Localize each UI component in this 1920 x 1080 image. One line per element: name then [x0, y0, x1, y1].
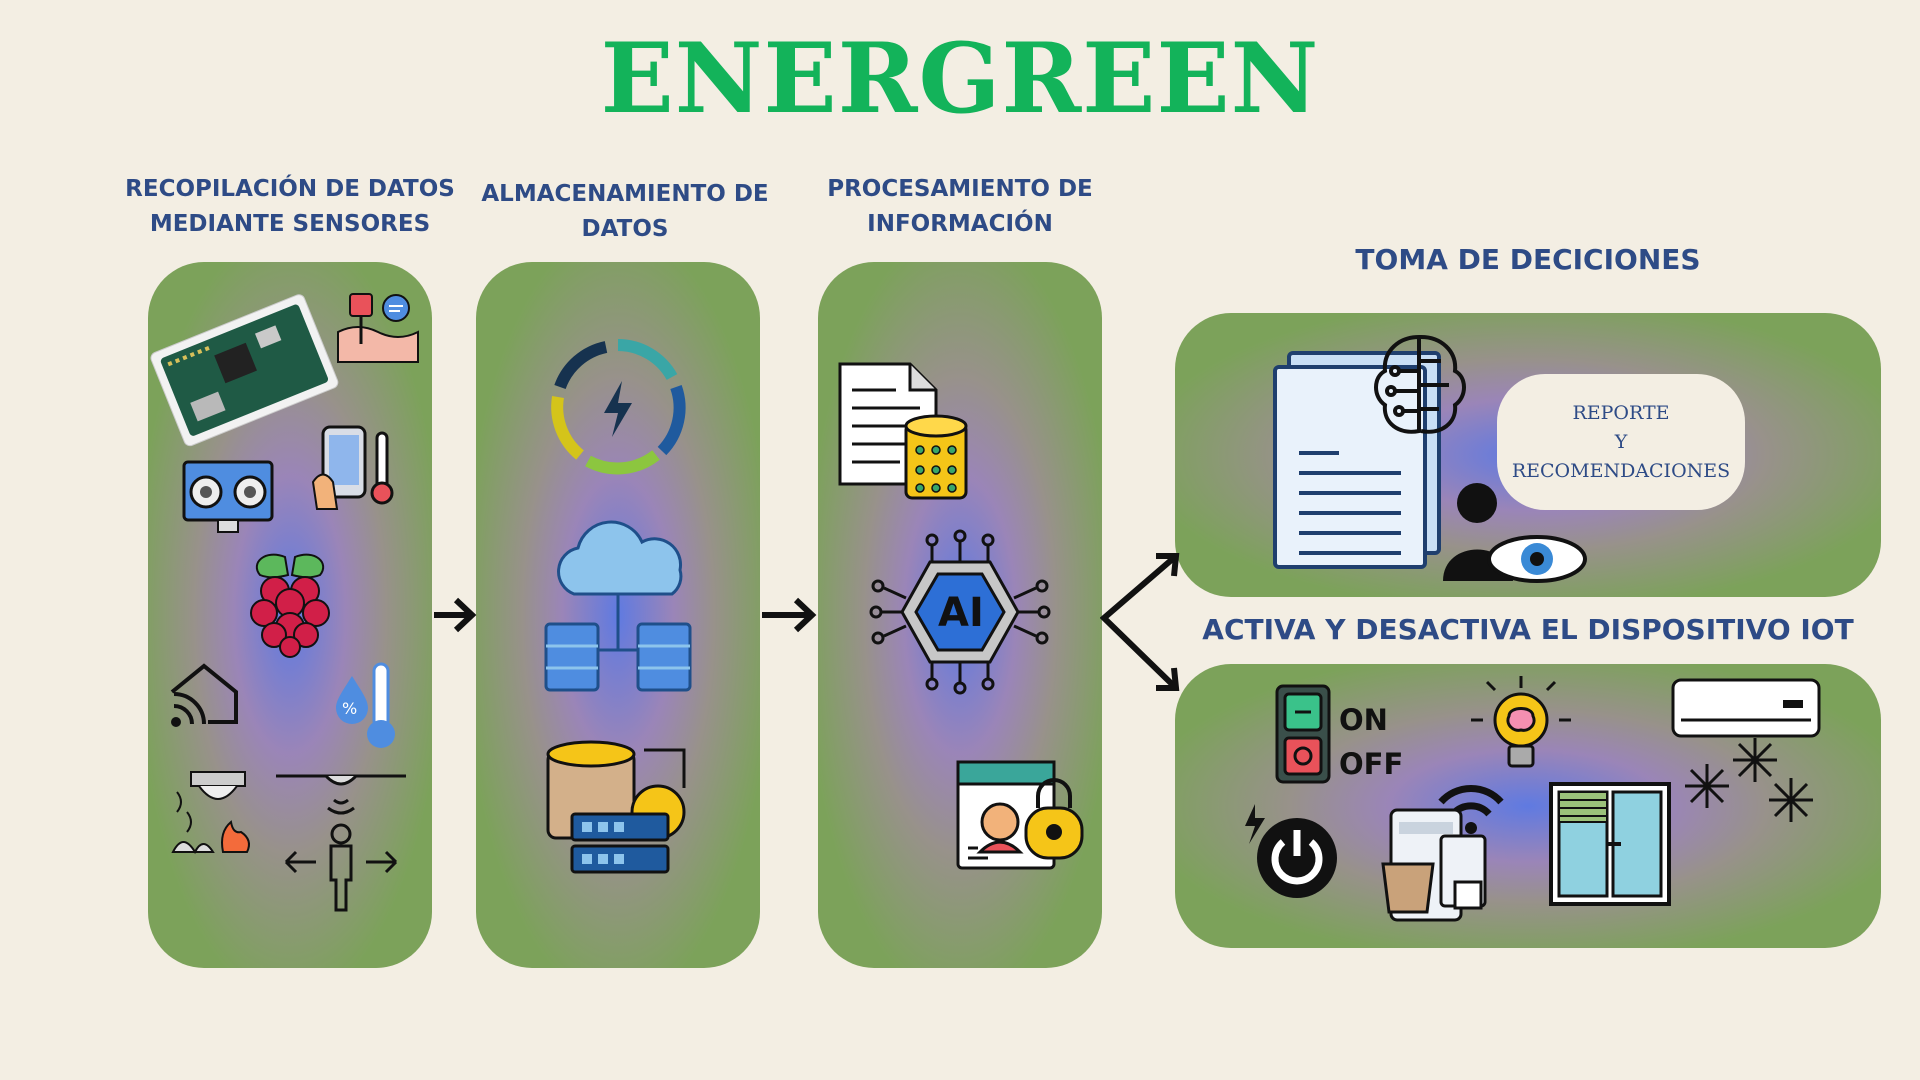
- database-server-icon: [546, 740, 686, 874]
- app-title: ENERGREEN: [600, 22, 1320, 135]
- coffee-maker-wifi-icon: [1381, 785, 1504, 922]
- storage-panel: [476, 262, 760, 968]
- cloud-database-icon: [544, 520, 692, 692]
- report-bubble-line2: Y: [1614, 430, 1628, 453]
- on-off-switch-icon: ON OFF: [1275, 684, 1403, 784]
- air-conditioner-icon: [1671, 678, 1821, 738]
- iot-panel: ON OFF: [1175, 664, 1881, 948]
- storage-heading-line1: ALMACENAMIENTO DE: [481, 181, 769, 207]
- user-eye-icon: [1443, 483, 1587, 583]
- brain-circuit-icon: [1374, 334, 1466, 434]
- phone-thermometer-icon: [311, 425, 394, 510]
- collection-heading-line2: MEDIANTE SENSORES: [149, 211, 431, 237]
- processing-heading-line2: INFORMACIÓN: [867, 211, 1053, 237]
- svg-text:%: %: [342, 699, 357, 718]
- smart-window-icon: [1549, 782, 1671, 906]
- document-database-icon: [838, 362, 968, 500]
- circuit-board-icon: [150, 294, 339, 447]
- split-arrows: [1100, 553, 1180, 691]
- processing-heading-line1: PROCESAMIENTO DE: [827, 176, 1093, 202]
- energy-cycle-icon: [551, 339, 686, 475]
- idea-bulb-icon: [1471, 676, 1571, 768]
- collection-heading-line1: RECOPILACIÓN DE DATOS: [125, 176, 455, 202]
- svg-text:AI: AI: [938, 590, 984, 636]
- processing-heading: PROCESAMIENTO DE INFORMACIÓN: [810, 172, 1110, 242]
- power-button-icon: [1245, 804, 1337, 898]
- on-label: ON: [1339, 703, 1388, 737]
- snowflakes-icon: [1685, 738, 1813, 822]
- ultrasonic-sensor-icon: [182, 460, 274, 533]
- smart-home-icon: [170, 663, 238, 727]
- report-bubble-line3: RECOMENDACIONES: [1511, 459, 1731, 482]
- humidity-temperature-icon: %: [336, 662, 395, 748]
- iot-heading: ACTIVA Y DESACTIVA EL DISPOSITIVO IOT: [1202, 613, 1854, 646]
- arrow-collection-to-storage: [434, 597, 477, 633]
- ai-chip-icon: AI: [869, 529, 1051, 695]
- secure-profile-icon: [956, 760, 1084, 870]
- motion-sensor-icon: [276, 774, 406, 912]
- arrow-storage-to-processing: [762, 597, 817, 633]
- report-document-icon: [1273, 351, 1441, 569]
- raspberry-pi-icon: [250, 553, 330, 658]
- report-bubble: REPORTE Y RECOMENDACIONES: [1497, 374, 1745, 510]
- processing-panel: AI: [818, 262, 1102, 968]
- report-bubble-line1: REPORTE: [1572, 401, 1670, 424]
- soil-sensor-icon: [337, 293, 419, 363]
- collection-heading: RECOPILACIÓN DE DATOS MEDIANTE SENSORES: [120, 172, 460, 242]
- storage-heading: ALMACENAMIENTO DE DATOS: [470, 177, 780, 247]
- off-label: OFF: [1339, 747, 1403, 781]
- collection-panel: %: [148, 262, 432, 968]
- storage-heading-line2: DATOS: [581, 216, 669, 242]
- decision-heading: TOMA DE DECICIONES: [1355, 243, 1701, 276]
- smoke-fire-detector-icon: [171, 771, 250, 855]
